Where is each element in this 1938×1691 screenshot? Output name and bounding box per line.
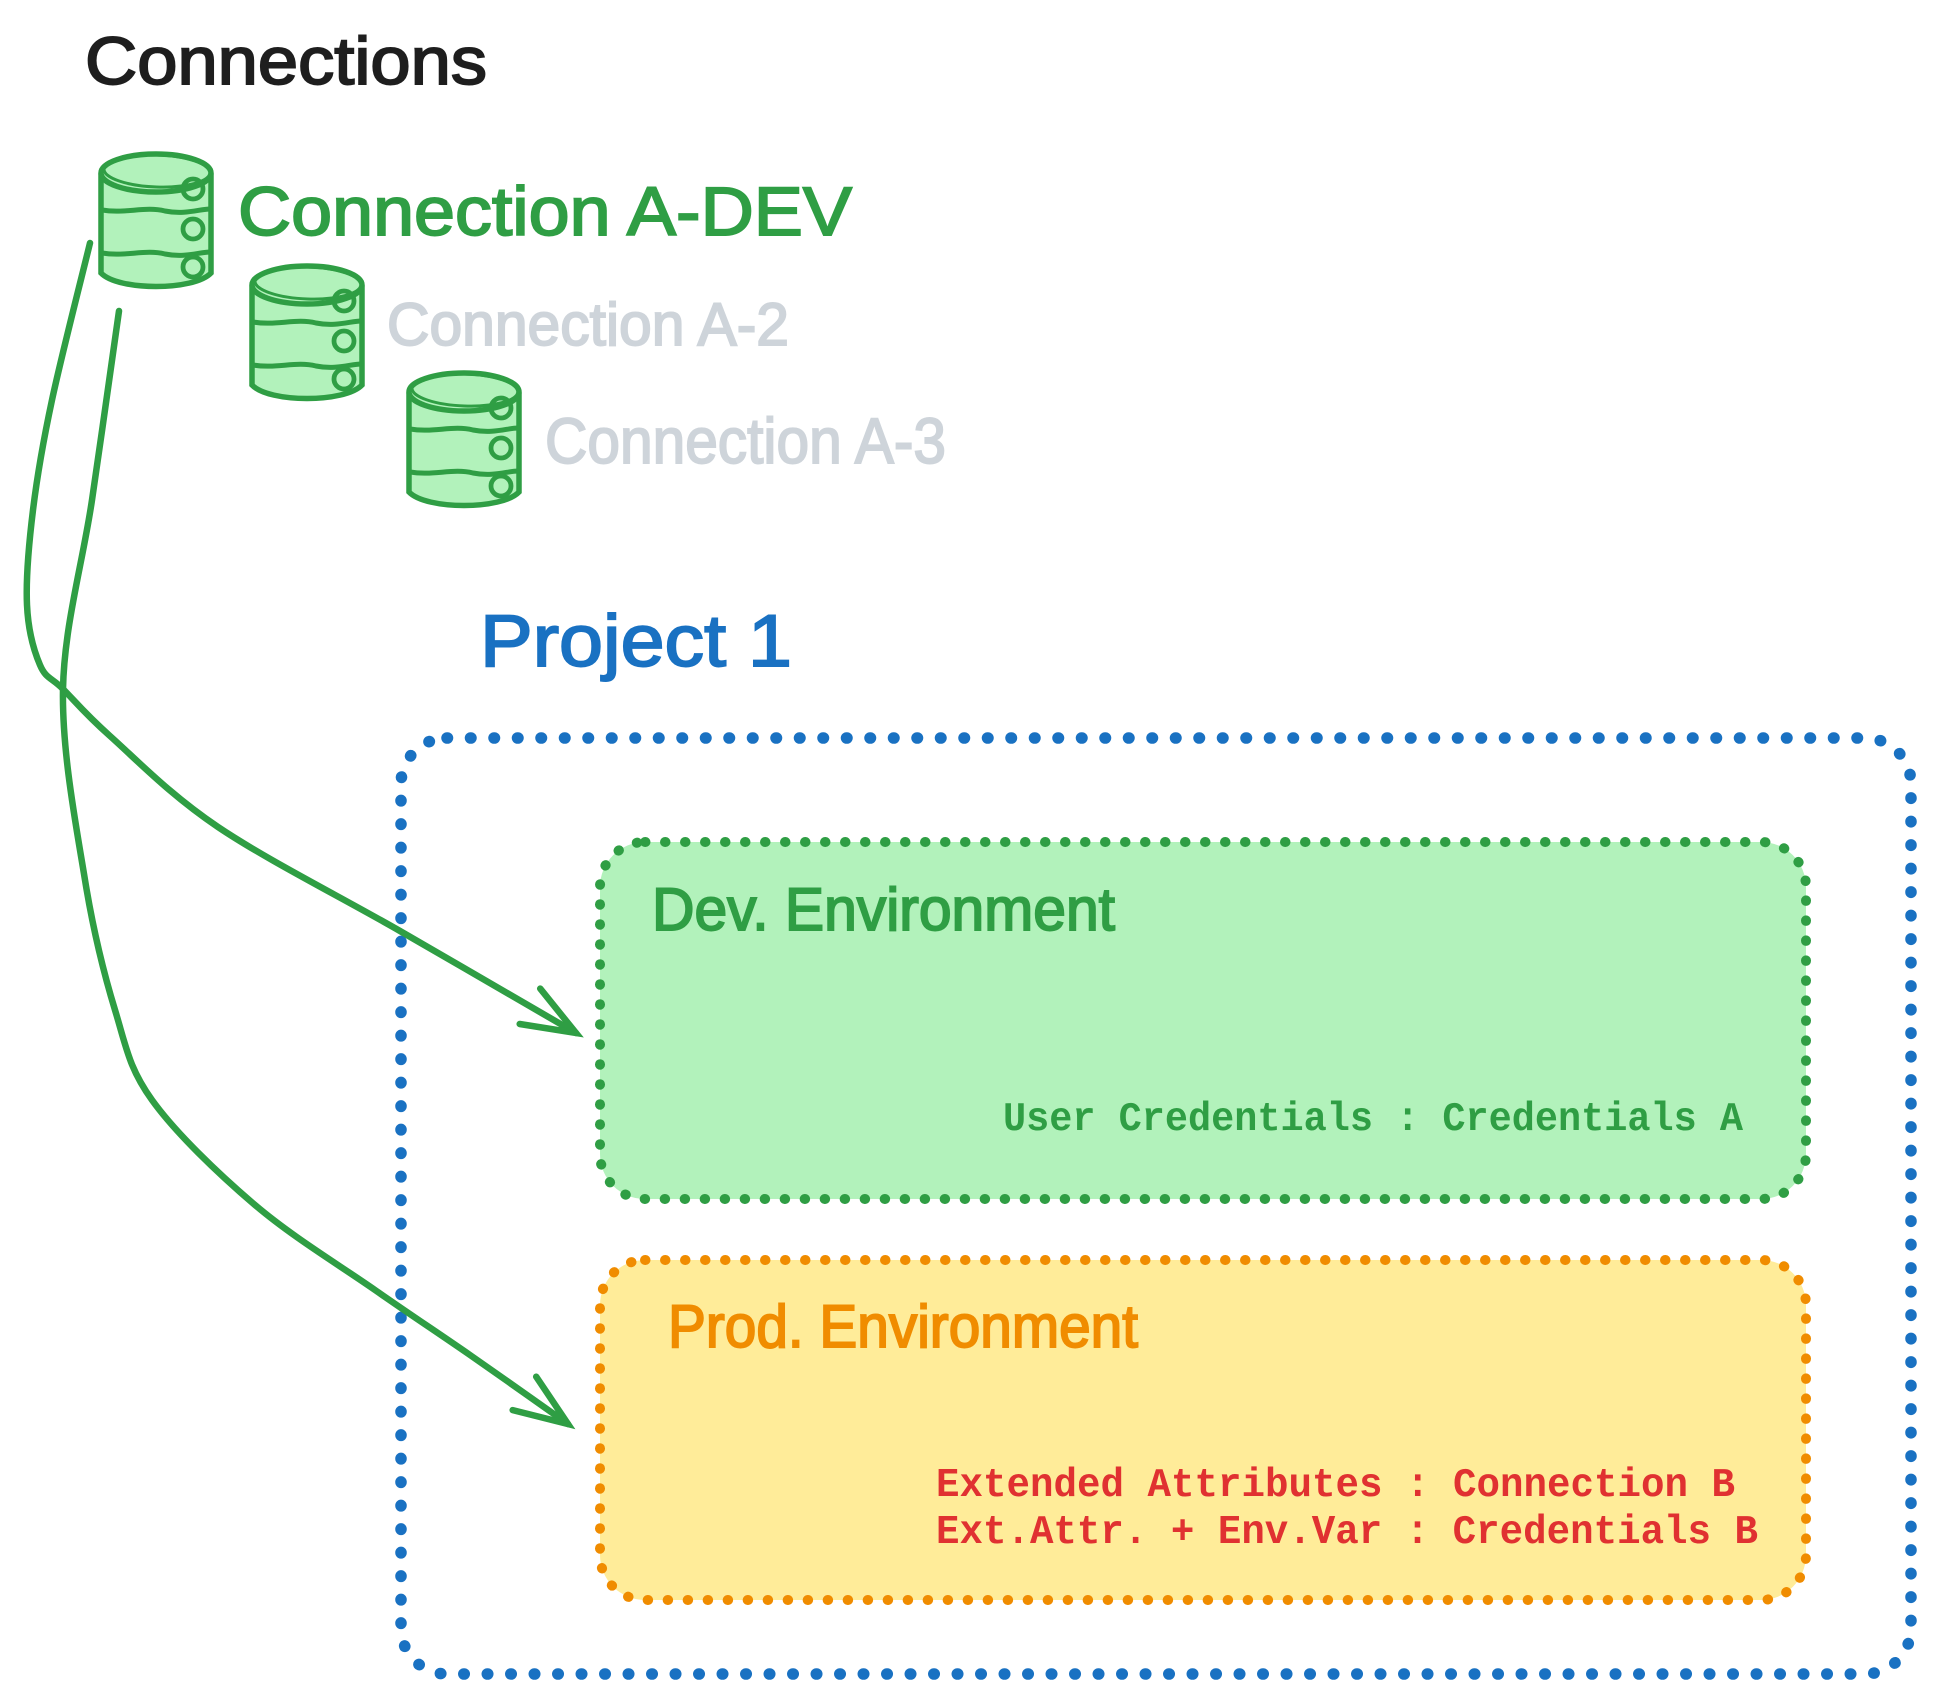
svg-text:User Credentials : Credentials: User Credentials : Credentials A	[1003, 1097, 1743, 1143]
svg-text:Prod. Environment: Prod. Environment	[668, 1293, 1138, 1360]
svg-text:Connection A-3: Connection A-3	[545, 405, 946, 477]
svg-text:Ext.Attr. + Env.Var : Credenti: Ext.Attr. + Env.Var : Credentials B	[936, 1510, 1758, 1556]
svg-text:Connections: Connections	[85, 24, 487, 99]
svg-text:Connection A-DEV: Connection A-DEV	[238, 173, 852, 250]
svg-text:Dev. Environment: Dev. Environment	[652, 876, 1115, 943]
svg-text:Connection A-2: Connection A-2	[387, 291, 789, 358]
svg-text:Project 1: Project 1	[480, 601, 792, 682]
svg-text:Extended Attributes : Connecti: Extended Attributes : Connection B	[936, 1463, 1735, 1509]
